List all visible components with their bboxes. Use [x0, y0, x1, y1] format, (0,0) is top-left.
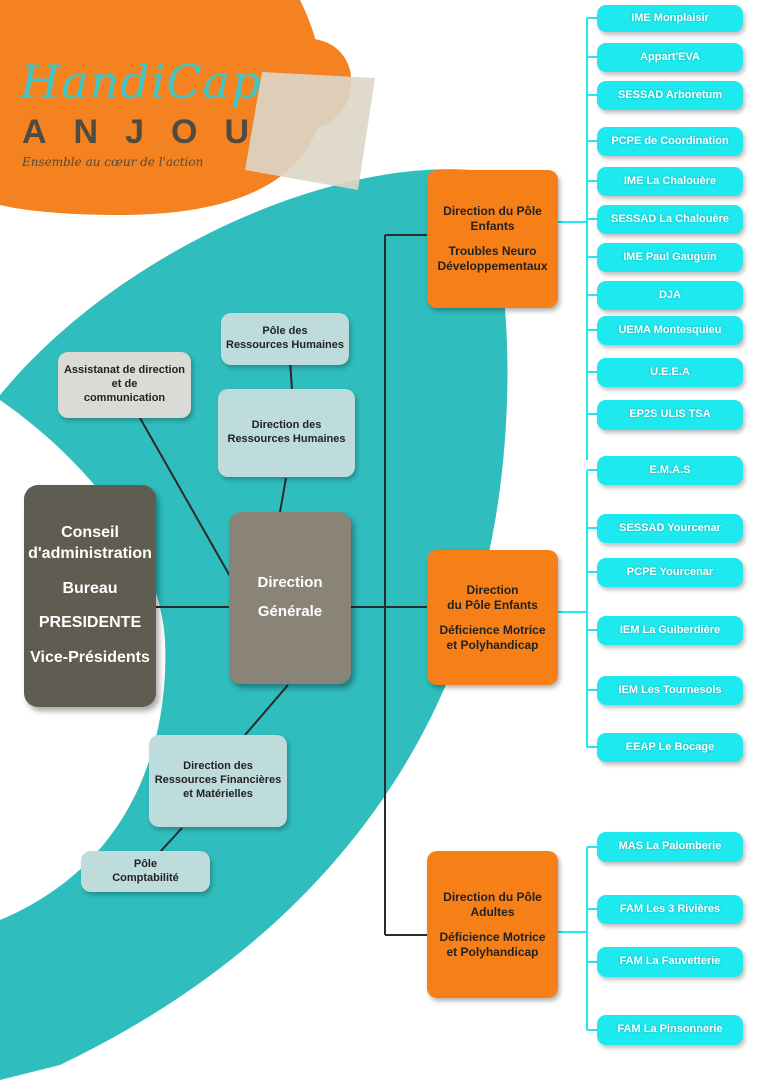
establishment-label: SESSAD La Chalouère	[611, 212, 729, 225]
logo-name-text: ANJOU	[22, 113, 277, 151]
pole-enfants-tnd-box[interactable]: Direction du Pôle Enfants Troubles Neuro…	[427, 170, 558, 308]
board-line-3: Bureau	[62, 579, 118, 597]
pole-tnd-line-1: Direction du Pôle	[443, 204, 542, 218]
establishment-box[interactable]: MAS La Palomberie	[597, 832, 743, 862]
assistanat-line-3: communication	[83, 391, 166, 404]
establishment-label: PCPE Yourcenar	[626, 565, 714, 578]
establishment-label: FAM La Pinsonnerie	[617, 1023, 723, 1036]
direction-generale-box[interactable]: Direction Générale	[229, 512, 351, 684]
establishment-label: FAM La Fauvetterie	[619, 955, 721, 968]
pole-comptabilite-box[interactable]: Pôle Comptabilité	[81, 851, 210, 892]
establishment-box[interactable]: IEM Les Tournesols	[597, 676, 743, 705]
direction-rfm-box[interactable]: Direction des Ressources Financières et …	[149, 735, 287, 827]
establishment-box[interactable]: EP2S ULIS TSA	[597, 400, 743, 430]
board-box[interactable]: Conseil d'administration Bureau PRESIDEN…	[24, 485, 156, 707]
pole-dm-line-3: Déficience Motrice	[439, 622, 546, 637]
pole-dm-line-1: Direction	[466, 582, 519, 597]
direction-rh-box[interactable]: Direction des Ressources Humaines	[218, 389, 355, 477]
establishment-box[interactable]: IEM La Guiberdière	[597, 616, 743, 645]
pole-adultes-box[interactable]: Direction du Pôle Adultes Déficience Mot…	[427, 851, 558, 998]
pole-rh-box[interactable]: Pôle des Ressources Humaines	[221, 313, 349, 365]
establishment-box[interactable]: DJA	[597, 281, 743, 310]
establishment-box[interactable]: SESSAD La Chalouère	[597, 205, 743, 234]
establishment-label: MAS La Palomberie	[618, 840, 722, 853]
bracket-adultes	[558, 846, 600, 1031]
establishment-label: IEM La Guiberdière	[619, 623, 721, 636]
establishment-box[interactable]: UEMA Montesquieu	[597, 316, 743, 345]
establishment-box[interactable]: Appart'EVA	[597, 43, 743, 72]
connector	[159, 827, 183, 853]
establishment-box[interactable]: FAM La Pinsonnerie	[597, 1015, 743, 1045]
establishment-label: UEMA Montesquieu	[618, 323, 722, 336]
pole-rh-line-2: Ressources Humaines	[226, 339, 344, 351]
direction-rfm-line-3: et Matérielles	[183, 787, 253, 800]
bracket-dm	[558, 469, 600, 748]
pole-adultes-line-4: et Polyhandicap	[446, 944, 539, 959]
establishment-box[interactable]: IME La Chalouère	[597, 167, 743, 196]
connector	[139, 417, 236, 586]
orange-splash	[0, 0, 324, 215]
board-line-1: Conseil	[61, 524, 119, 541]
establishment-label: PCPE de Coordination	[611, 134, 729, 147]
direction-rfm-line-2: Ressources Financières	[154, 774, 282, 787]
direction-rfm-line-1: Direction des	[183, 760, 253, 773]
pole-enfants-dm-box[interactable]: Direction du Pôle Enfants Déficience Mot…	[427, 550, 558, 685]
pole-tnd-line-3: Troubles Neuro	[448, 244, 537, 258]
establishment-label: EP2S ULIS TSA	[629, 408, 711, 421]
pole-adultes-line-2: Adultes	[470, 904, 515, 919]
establishment-label: IME La Chalouère	[623, 174, 717, 187]
pole-dm-line-4: et Polyhandicap	[446, 637, 539, 652]
establishment-label: DJA	[658, 288, 681, 301]
bracket-tnd	[558, 17, 600, 460]
logo-script-text: HandiCap	[20, 55, 262, 109]
assistanat-line-1: Assistanat de direction	[63, 364, 186, 377]
direction-rh-line-1: Direction des	[251, 419, 322, 432]
establishment-label: U.E.E.A	[650, 365, 690, 378]
dg-line-1: Direction	[257, 574, 323, 592]
establishment-label: E.M.A.S	[649, 463, 691, 476]
establishment-box[interactable]: IME Paul Gauguin	[597, 243, 743, 272]
establishment-label: IEM Les Tournesols	[618, 683, 722, 696]
pole-dm-line-2: du Pôle Enfants	[447, 597, 538, 612]
board-line-4: PRESIDENTE	[38, 614, 142, 632]
connector	[279, 477, 287, 513]
logo-tagline: Ensemble au cœur de l'action	[22, 155, 204, 169]
establishment-box[interactable]: FAM Les 3 Rivières	[597, 895, 743, 924]
pole-compta-line-2: Comptabilité	[112, 871, 179, 884]
establishment-box[interactable]: SESSAD Arboretum	[597, 81, 743, 110]
pole-tnd-line-2: Enfants	[470, 219, 515, 233]
establishment-box[interactable]: U.E.E.A	[597, 358, 743, 387]
logo-square	[245, 72, 375, 190]
establishment-box[interactable]: FAM La Fauvetterie	[597, 947, 743, 977]
handicap-anjou-logo: HandiCap ANJOU Ensemble au cœur de l'act…	[18, 55, 318, 185]
establishment-box[interactable]: SESSAD Yourcenar	[597, 514, 743, 543]
dg-line-2: Générale	[257, 603, 323, 620]
establishment-box[interactable]: PCPE Yourcenar	[597, 558, 743, 587]
establishment-label: EEAP Le Bocage	[625, 740, 715, 753]
assistanat-box[interactable]: Assistanat de direction et de communicat…	[58, 352, 191, 418]
establishment-label: IME Paul Gauguin	[623, 250, 717, 263]
establishment-label: SESSAD Arboretum	[617, 88, 723, 101]
pole-adultes-line-1: Direction du Pôle	[443, 889, 542, 904]
establishment-label: SESSAD Yourcenar	[619, 521, 721, 534]
establishment-box[interactable]: EEAP Le Bocage	[597, 733, 743, 762]
pole-compta-line-1: Pôle	[133, 857, 158, 870]
establishment-label: Appart'EVA	[640, 50, 700, 63]
assistanat-line-2: et de	[111, 378, 138, 391]
board-line-5: Vice-Présidents	[30, 649, 150, 667]
establishment-label: IME Monplaisir	[631, 11, 709, 24]
establishment-box[interactable]: IME Monplaisir	[597, 5, 743, 32]
establishment-box[interactable]: E.M.A.S	[597, 456, 743, 485]
direction-rh-line-2: Ressources Humaines	[227, 433, 346, 445]
connector	[244, 684, 289, 736]
establishment-box[interactable]: PCPE de Coordination	[597, 127, 743, 156]
pole-tnd-line-4: Développementaux	[437, 259, 548, 273]
connector	[289, 359, 293, 391]
establishment-label: FAM Les 3 Rivières	[619, 902, 721, 915]
board-line-2: d'administration	[28, 544, 152, 562]
pole-adultes-line-3: Déficience Motrice	[439, 929, 546, 944]
pole-rh-line-1: Pôle des	[262, 325, 308, 338]
